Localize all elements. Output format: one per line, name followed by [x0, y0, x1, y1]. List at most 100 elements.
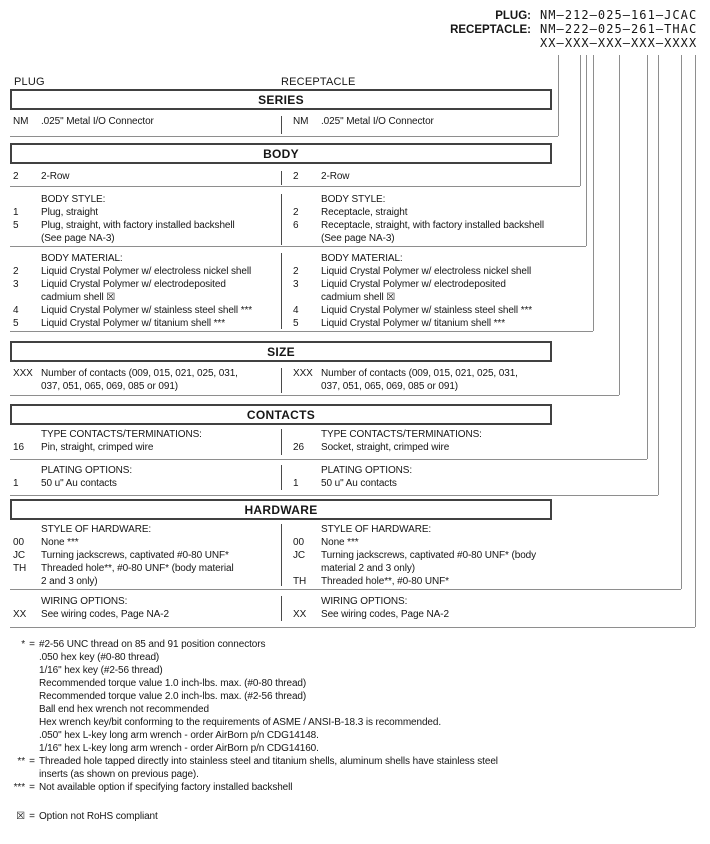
rule-contacts-plating	[10, 495, 658, 496]
footnote-text: Threaded hole tapped directly into stain…	[39, 756, 498, 780]
footnote-triple-asterisk: *** = Not available option if specifying…	[10, 781, 706, 794]
option-text: 50 u" Au contacts	[41, 478, 117, 489]
connector-body-material-line	[593, 55, 594, 331]
series-plug-cell: NM.025" Metal I/O Connector	[10, 115, 281, 128]
contacts-plating-block: PLATING OPTIONS: 1 50 u" Au contacts PLAT…	[10, 464, 610, 491]
series-receptacle-code: NM	[293, 116, 309, 127]
heading-spacer	[13, 523, 41, 536]
rule-size	[10, 395, 619, 396]
footnote-double-asterisk: ** = Threaded hole tapped directly into …	[10, 755, 706, 781]
plug-part-number: NM–212–025–161–JCAC	[540, 8, 698, 22]
heading-spacer	[13, 428, 41, 441]
body-style-heading: BODY STYLE:	[41, 194, 106, 205]
option-text: Liquid Crystal Polymer w/ titanium shell…	[321, 318, 506, 329]
body-row-plug-text: 2-Row	[41, 171, 70, 182]
footnote-marker: **	[17, 756, 25, 767]
heading-spacer	[293, 252, 321, 265]
footnote-equals: =	[29, 639, 35, 650]
option-code: 4	[293, 305, 299, 316]
receptacle-part-number-row: RECEPTACLE: NM–222–025–261–THAC	[390, 22, 706, 36]
section-title-body: BODY	[10, 143, 552, 164]
column-divider	[281, 596, 282, 621]
footnote-marker: ***	[13, 782, 25, 793]
size-receptacle-code: XXX	[293, 368, 313, 379]
connector-hardware-wiring-line	[695, 55, 696, 627]
body-material-heading: BODY MATERIAL:	[321, 253, 403, 264]
footnote-equals: =	[29, 811, 35, 822]
option-text: Liquid Crystal Polymer w/ electrodeposit…	[321, 279, 506, 303]
option-code: XX	[293, 609, 307, 620]
series-row: NM.025" Metal I/O Connector NM.025" Meta…	[10, 115, 610, 135]
contacts-type-heading: TYPE CONTACTS/TERMINATIONS:	[41, 429, 202, 440]
column-divider	[281, 368, 282, 393]
column-label-plug: PLUG	[14, 76, 45, 88]
column-divider	[281, 429, 282, 455]
body-material-heading: BODY MATERIAL:	[41, 253, 123, 264]
size-row: XXX Number of contacts (009, 015, 021, 02…	[10, 367, 610, 394]
wiring-heading: WIRING OPTIONS:	[41, 596, 128, 607]
option-code: 00	[293, 537, 304, 548]
section-title-hardware: HARDWARE	[10, 499, 552, 520]
column-divider	[281, 171, 282, 185]
size-plug-cell: XXX Number of contacts (009, 015, 021, 02…	[10, 367, 281, 393]
option-text: Threaded hole**, #0-80 UNF*	[321, 576, 449, 587]
column-divider	[281, 524, 282, 586]
contacts-plating-plug-cell: PLATING OPTIONS: 1 50 u" Au contacts	[10, 464, 281, 490]
option-text: Turning jackscrews, captivated #0-80 UNF…	[41, 550, 229, 561]
option-code: 6	[293, 220, 299, 231]
heading-spacer	[13, 464, 41, 477]
option-code: 1	[13, 478, 19, 489]
option-text: 50 u" Au contacts	[321, 478, 397, 489]
plating-heading: PLATING OPTIONS:	[41, 465, 133, 476]
option-text: Plug, straight, with factory installed b…	[41, 220, 235, 244]
option-text: None ***	[321, 537, 359, 548]
size-plug-text: Number of contacts (009, 015, 021, 025, …	[41, 368, 238, 392]
plug-part-number-row: PLUG: NM–212–025–161–JCAC	[390, 8, 706, 22]
option-code: 26	[293, 442, 304, 453]
body-style-heading: BODY STYLE:	[321, 194, 386, 205]
part-number-mask-row: XX–XXX–XXX–XXX–XXXX	[390, 36, 706, 50]
column-divider	[281, 116, 282, 134]
size-plug-code: XXX	[13, 368, 33, 379]
option-text: Pin, straight, crimped wire	[41, 442, 154, 453]
column-divider	[281, 194, 282, 245]
connector-body-style-line	[586, 55, 587, 246]
option-code: TH	[293, 576, 307, 587]
body-row-receptacle-text: 2-Row	[321, 171, 350, 182]
option-code: JC	[13, 550, 26, 561]
footnote-marker: *	[21, 639, 25, 650]
footnote-rohs: ☒ = Option not RoHS compliant	[10, 810, 706, 823]
connector-hardware-style-line	[681, 55, 682, 589]
footnote-text: #2-56 UNC thread on 85 and 91 position c…	[39, 639, 442, 754]
footnote-text: Not available option if specifying facto…	[39, 782, 293, 793]
option-text: Plug, straight	[41, 207, 98, 218]
series-receptacle-cell: NM.025" Metal I/O Connector	[281, 115, 610, 128]
option-code: TH	[13, 563, 27, 574]
rule-hardware-style	[10, 589, 681, 590]
option-code: 2	[293, 207, 299, 218]
connector-size-line	[619, 55, 620, 395]
heading-spacer	[293, 193, 321, 206]
option-text: None ***	[41, 537, 79, 548]
footnote-equals: =	[29, 782, 35, 793]
option-code: 2	[13, 266, 19, 277]
rule-body-row	[10, 186, 580, 187]
heading-spacer	[293, 595, 321, 608]
connector-body-row-line	[580, 55, 581, 186]
connector-contacts-type-line	[647, 55, 648, 459]
receptacle-label: RECEPTACLE:	[450, 24, 531, 36]
heading-spacer	[13, 252, 41, 265]
rule-contacts-type	[10, 459, 647, 460]
